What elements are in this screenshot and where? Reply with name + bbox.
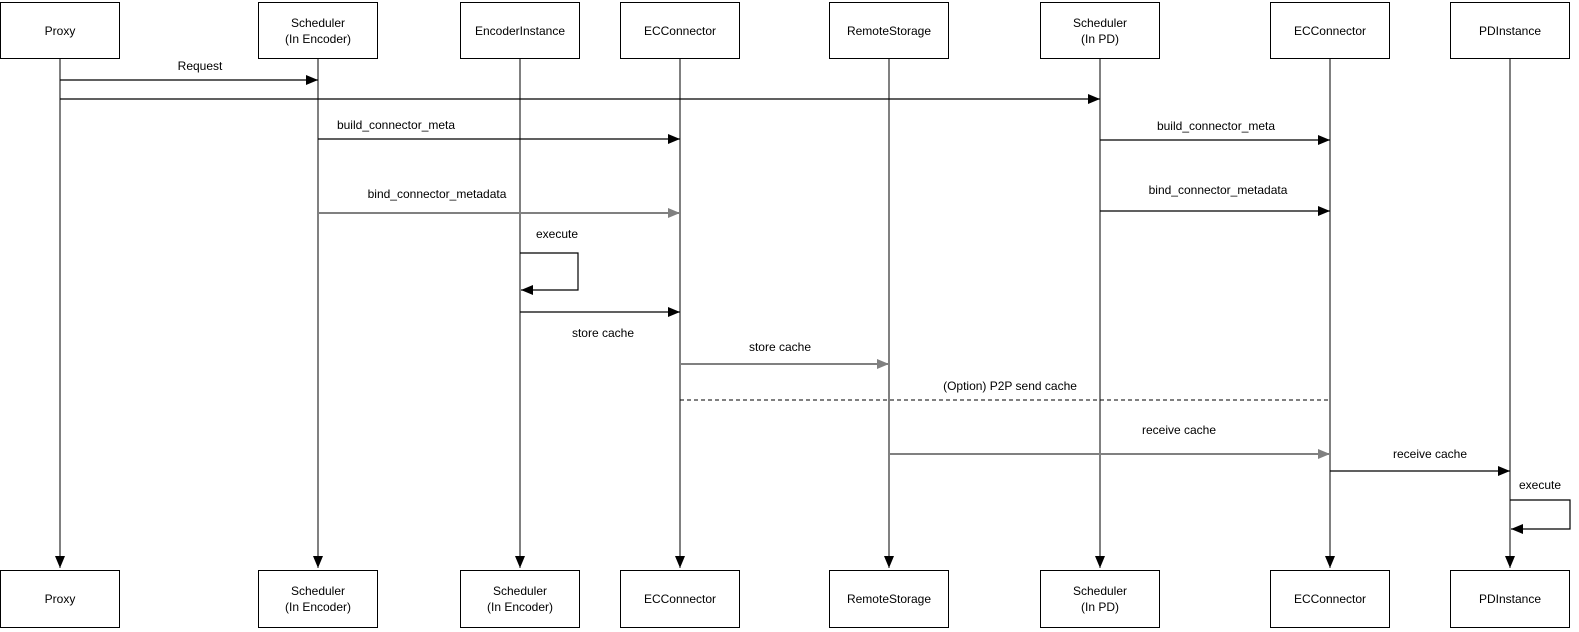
actor-top-box-scheduler-in-pd: Scheduler(In PD) [1040,2,1160,59]
messages-layer [60,75,1571,534]
actor-bottom-box-scheduler-in-pd-label-line: Scheduler [1072,584,1128,598]
message-self-loop-12 [1510,499,1571,534]
message-label-2: build_connector_meta [336,118,456,132]
actor-bottom-box-ec-connector-encoder: ECConnector [620,570,740,628]
actor-top-box-scheduler-in-encoder-label-line: (In Encoder) [284,31,352,46]
actor-top-box-scheduler-in-pd-label-line: (In PD) [1080,31,1119,46]
actor-top-box-proxy-label-line: Proxy [44,23,76,38]
message-label-10: receive cache [1141,423,1217,437]
actor-bottom-box-pd-instance-label-line: PDInstance [1478,592,1542,606]
lifelines-layer [55,59,1515,568]
actor-bottom-box-encoder-instance-label-line: Scheduler [492,584,548,598]
actor-bottom-box-ec-connector-pd-label-line: ECConnector [1293,592,1367,606]
actor-top-box-ec-connector-encoder: ECConnector [620,2,740,59]
actor-top-box-ec-connector-encoder-label-line: ECConnector [643,23,717,38]
message-label-11: receive cache [1392,447,1468,461]
actor-top-box-remote-storage-label-line: RemoteStorage [846,23,932,38]
message-label-7: store cache [571,326,635,340]
actor-bottom-box-pd-instance: PDInstance [1450,570,1570,628]
message-label-5: bind_connector_metadata [1148,183,1288,197]
message-label-0: Request [177,59,223,73]
actor-bottom-box-encoder-instance-label-line: (In Encoder) [486,600,554,614]
message-label-6: execute [535,227,579,241]
actor-bottom-box-ec-connector-encoder-label-line: ECConnector [643,592,717,606]
actor-top-box-remote-storage: RemoteStorage [829,2,949,59]
actor-bottom-box-ec-connector-pd: ECConnector [1270,570,1390,628]
actor-top-box-scheduler-in-encoder: Scheduler(In Encoder) [258,2,378,59]
actor-bottom-box-remote-storage: RemoteStorage [829,570,949,628]
message-self-loop-6 [520,252,579,295]
actor-bottom-box-scheduler-in-encoder: Scheduler (In Encoder) [258,570,378,628]
actor-bottom-box-scheduler-in-pd-label-line: (In PD) [1080,600,1119,614]
actor-bottom-box-scheduler-in-pd: Scheduler (In PD) [1040,570,1160,628]
actor-bottom-box-scheduler-in-encoder-label-line: Scheduler [290,584,346,598]
actor-top-box-scheduler-in-encoder-label-line: Scheduler [290,15,346,30]
actor-top-box-ec-connector-pd-label-line: ECConnector [1293,23,1367,38]
actor-top-box-pd-instance-label-line: PDInstance [1478,23,1542,38]
actor-top-box-encoder-instance-label-line: EncoderInstance [474,23,566,38]
actor-top-box-pd-instance: PDInstance [1450,2,1570,59]
actor-bottom-box-proxy: Proxy [0,570,120,628]
actor-bottom-box-encoder-instance: Scheduler (In Encoder) [460,570,580,628]
actor-bottom-box-remote-storage-label-line: RemoteStorage [846,592,932,606]
actor-top-box-encoder-instance: EncoderInstance [460,2,580,59]
message-label-3: build_connector_meta [1156,119,1276,133]
actor-bottom-box-proxy-label-line: Proxy [44,592,76,606]
message-label-8: store cache [748,340,812,354]
message-label-4: bind_connector_metadata [367,187,507,201]
actor-top-box-ec-connector-pd: ECConnector [1270,2,1390,59]
actor-top-box-scheduler-in-pd-label-line: Scheduler [1072,15,1128,30]
message-label-9: (Option) P2P send cache [943,379,1077,393]
actor-top-box-proxy: Proxy [0,2,120,59]
actor-bottom-box-scheduler-in-encoder-label-line: (In Encoder) [284,600,352,614]
message-label-12: execute [1518,478,1562,492]
